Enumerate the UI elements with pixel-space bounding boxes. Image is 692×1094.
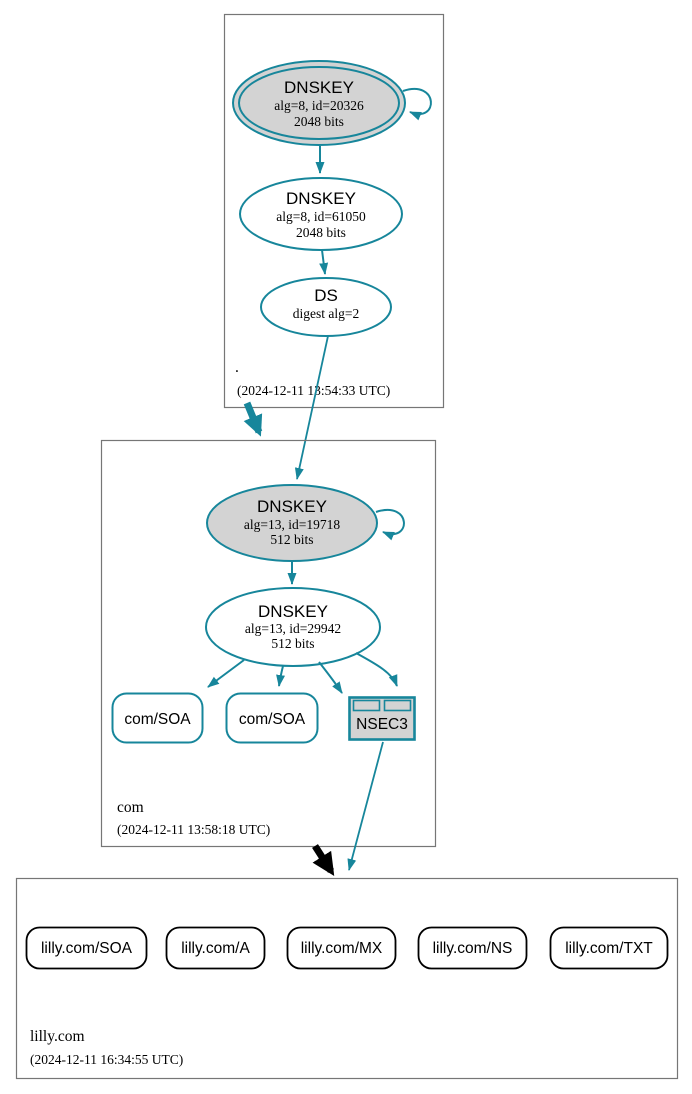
com-soa-2-label: com/SOA [239, 711, 306, 728]
com-zsk-bits: 512 bits [271, 636, 314, 651]
lilly-soa-label: lilly.com/SOA [41, 940, 133, 957]
edge-com-zsk-nsec3-top [355, 652, 398, 687]
root-zsk-bits: 2048 bits [296, 225, 346, 240]
root-zsk-ellipse [239, 177, 403, 251]
lilly-txt-label: lilly.com/TXT [565, 940, 653, 957]
zone-timestamp-com: (2024-12-11 13:58:18 UTC) [117, 822, 270, 837]
lilly-a-label: lilly.com/A [181, 940, 250, 957]
com-soa-1-label: com/SOA [124, 711, 191, 728]
zone-box-lilly [15, 877, 679, 1080]
zone-root: DNSKEY alg=8, id=20326 2048 bits DNSKEY … [223, 13, 445, 409]
com-zsk-ellipse [205, 587, 381, 667]
node-com-soa-1[interactable]: com/SOA [111, 692, 204, 744]
zone-box-root [223, 13, 445, 409]
zone-label-lilly: lilly.com [30, 1028, 85, 1045]
lilly-soa-rect [25, 926, 148, 970]
root-ksk-inner-ellipse [238, 66, 400, 140]
node-com-soa-2[interactable]: com/SOA [225, 692, 319, 744]
zone-lilly: lilly.com/SOA lilly.com/A lilly.com/MX l… [15, 877, 679, 1080]
zone-box-com [100, 439, 437, 848]
node-lilly-ns[interactable]: lilly.com/NS [417, 926, 528, 970]
node-lilly-mx[interactable]: lilly.com/MX [286, 926, 397, 970]
lilly-mx-label: lilly.com/MX [301, 940, 383, 957]
com-ksk-bits: 512 bits [270, 532, 313, 547]
root-zsk-title: DNSKEY [286, 189, 356, 208]
edge-com-zsk-soa1 [207, 659, 245, 688]
root-ds-ellipse [260, 277, 392, 337]
node-lilly-a[interactable]: lilly.com/A [165, 926, 266, 970]
zone-label-root: . [235, 359, 239, 376]
lilly-mx-rect [286, 926, 397, 970]
com-soa-1-rect [111, 692, 204, 744]
node-root-ksk[interactable]: DNSKEY alg=8, id=20326 2048 bits [232, 60, 406, 146]
zone-label-com: com [117, 799, 144, 816]
edge-com-nsec3-to-lilly [347, 741, 384, 871]
zone-timestamp-lilly: (2024-12-11 16:34:55 UTC) [30, 1052, 183, 1067]
root-zsk-detail: alg=8, id=61050 [276, 209, 366, 224]
root-ksk-detail: alg=8, id=20326 [274, 98, 364, 113]
edge-com-zsk-nsec3-left [318, 661, 343, 694]
edge-root-ds-to-com-ksk [294, 335, 329, 480]
zone-timestamp-root: (2024-12-11 13:54:33 UTC) [237, 383, 390, 398]
node-com-nsec3[interactable]: NSEC3 [348, 696, 416, 741]
edge-com-zsk-soa2 [276, 665, 286, 687]
zone-com: DNSKEY alg=13, id=19718 512 bits DNSKEY … [100, 439, 437, 848]
com-ksk-detail: alg=13, id=19718 [244, 517, 340, 532]
nsec3-cell-right [383, 699, 412, 712]
edge-root-zsk-ds [319, 249, 329, 275]
com-soa-2-rect [225, 692, 319, 744]
nsec3-label: NSEC3 [356, 716, 408, 733]
root-ds-title: DS [314, 286, 338, 305]
root-ksk-bits: 2048 bits [294, 114, 344, 129]
root-ds-detail: digest alg=2 [293, 306, 359, 321]
node-lilly-soa[interactable]: lilly.com/SOA [25, 926, 148, 970]
edge-root-zone-to-com-zone [243, 401, 263, 437]
com-zsk-detail: alg=13, id=29942 [245, 621, 341, 636]
root-ksk-outer-ellipse [232, 60, 406, 146]
com-ksk-title: DNSKEY [257, 497, 327, 516]
node-com-zsk[interactable]: DNSKEY alg=13, id=29942 512 bits [205, 587, 381, 667]
edge-com-ksk-selfloop [375, 509, 405, 541]
node-root-zsk[interactable]: DNSKEY alg=8, id=61050 2048 bits [239, 177, 403, 251]
com-zsk-title: DNSKEY [258, 602, 328, 621]
edge-root-ksk-selfloop [402, 88, 432, 121]
node-lilly-txt[interactable]: lilly.com/TXT [549, 926, 669, 970]
nsec3-cell-left [352, 699, 381, 712]
lilly-ns-label: lilly.com/NS [433, 940, 513, 957]
edge-com-zone-to-lilly-zone [312, 844, 335, 877]
com-ksk-ellipse [206, 484, 378, 562]
root-ksk-title: DNSKEY [284, 78, 354, 97]
lilly-a-rect [165, 926, 266, 970]
lilly-ns-rect [417, 926, 528, 970]
lilly-txt-rect [549, 926, 669, 970]
node-com-ksk[interactable]: DNSKEY alg=13, id=19718 512 bits [206, 484, 378, 562]
node-root-ds[interactable]: DS digest alg=2 [260, 277, 392, 337]
